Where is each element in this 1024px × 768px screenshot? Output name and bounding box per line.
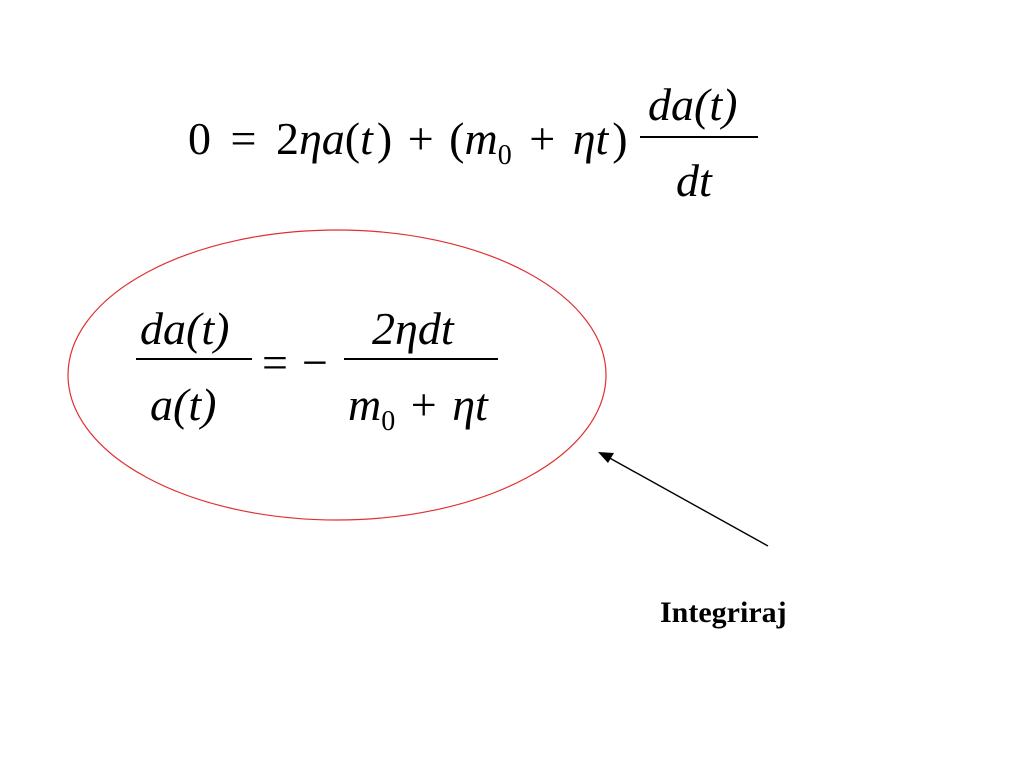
highlight-ellipse xyxy=(67,229,607,521)
eq1-paren-close-2: ) xyxy=(612,113,628,164)
eq1-equals: = xyxy=(230,113,257,164)
eq1-fraction-numerator: da(t) xyxy=(648,79,738,130)
annotation-arrow-shaft xyxy=(605,455,769,547)
eq1-fraction-bar xyxy=(640,136,758,138)
eq1-a: a xyxy=(321,113,345,164)
eq1-fraction-denominator: dt xyxy=(676,155,712,206)
eq2-rhs-fraction-bar xyxy=(344,358,498,360)
eq2-rhs-numerator: 2ηdt xyxy=(372,303,454,354)
eq2-lhs-numerator: da(t) xyxy=(140,303,230,354)
eq1-paren-open: ( xyxy=(344,113,361,164)
eq1-m-subscript: 0 xyxy=(497,140,512,171)
eq1-plus: + xyxy=(407,113,434,164)
eq1-m: m xyxy=(464,113,498,164)
integriraj-label: Integriraj xyxy=(660,596,787,629)
eq2-equals: = xyxy=(262,337,288,388)
eq1-zero: 0 xyxy=(188,113,211,164)
eq1-eta-2: η xyxy=(572,113,596,164)
eq2-lhs-denominator: a(t) xyxy=(150,379,217,430)
eq2-lhs-fraction-bar xyxy=(136,358,252,360)
eq2-m: m xyxy=(348,379,382,430)
eq2-m-subscript: 0 xyxy=(381,406,396,437)
eq1-paren-close: ) xyxy=(376,113,393,164)
eq2-rhs-denominator: m0 + ηt xyxy=(348,379,488,436)
eq1-paren-open-2: ( xyxy=(449,113,465,164)
eq1-eta: η xyxy=(298,113,322,164)
eq1-t: t xyxy=(360,113,373,164)
eq2-plus: + xyxy=(410,379,437,430)
eq1-t-2: t xyxy=(595,113,609,164)
eq1-plus-2: + xyxy=(529,113,556,164)
eq1-coef: 2 xyxy=(275,113,299,164)
annotation-arrowhead xyxy=(598,452,614,463)
eq2-minus: − xyxy=(302,337,328,388)
eq2-eta-t: ηt xyxy=(452,379,488,430)
equation-1: 0 = 2ηa(t) + (m0 + ηt) xyxy=(188,113,628,170)
